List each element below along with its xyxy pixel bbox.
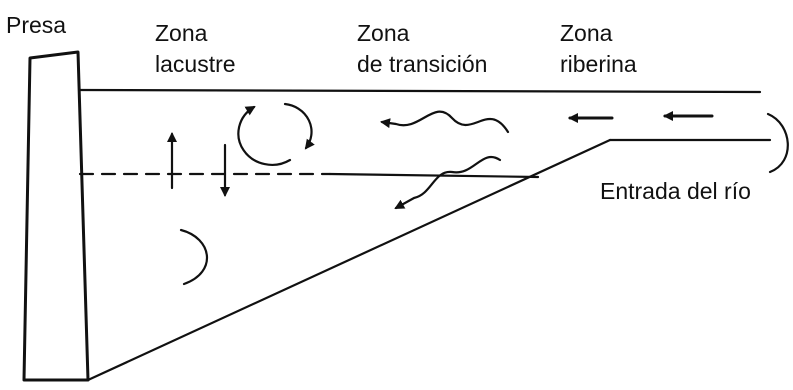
water-surface-line	[78, 88, 762, 94]
river-inflow-label: Entrada del río	[600, 178, 751, 204]
transition-zone-label-1: Zona	[357, 20, 410, 46]
lacustrine-zone-label-2: lacustre	[155, 51, 236, 77]
riverine-zone-label-2: riberina	[560, 51, 637, 77]
river-inflow-curve	[766, 112, 789, 174]
circular-arrows-icon	[237, 102, 315, 166]
arc-icon	[179, 228, 209, 286]
reservoir-bed-line	[86, 138, 612, 382]
up-down-arrows-icon	[167, 132, 230, 197]
dam-label: Presa	[6, 12, 67, 38]
riverine-zone-label-1: Zona	[560, 20, 613, 46]
thermocline-solid-line	[328, 172, 540, 179]
dam-wall	[22, 50, 90, 382]
wavy-arrow-icon-lower	[394, 156, 502, 210]
lacustrine-zone-label-1: Zona	[155, 20, 208, 46]
wavy-arrow-icon-upper	[380, 110, 510, 134]
transition-zone-label-2: de transición	[357, 51, 488, 77]
